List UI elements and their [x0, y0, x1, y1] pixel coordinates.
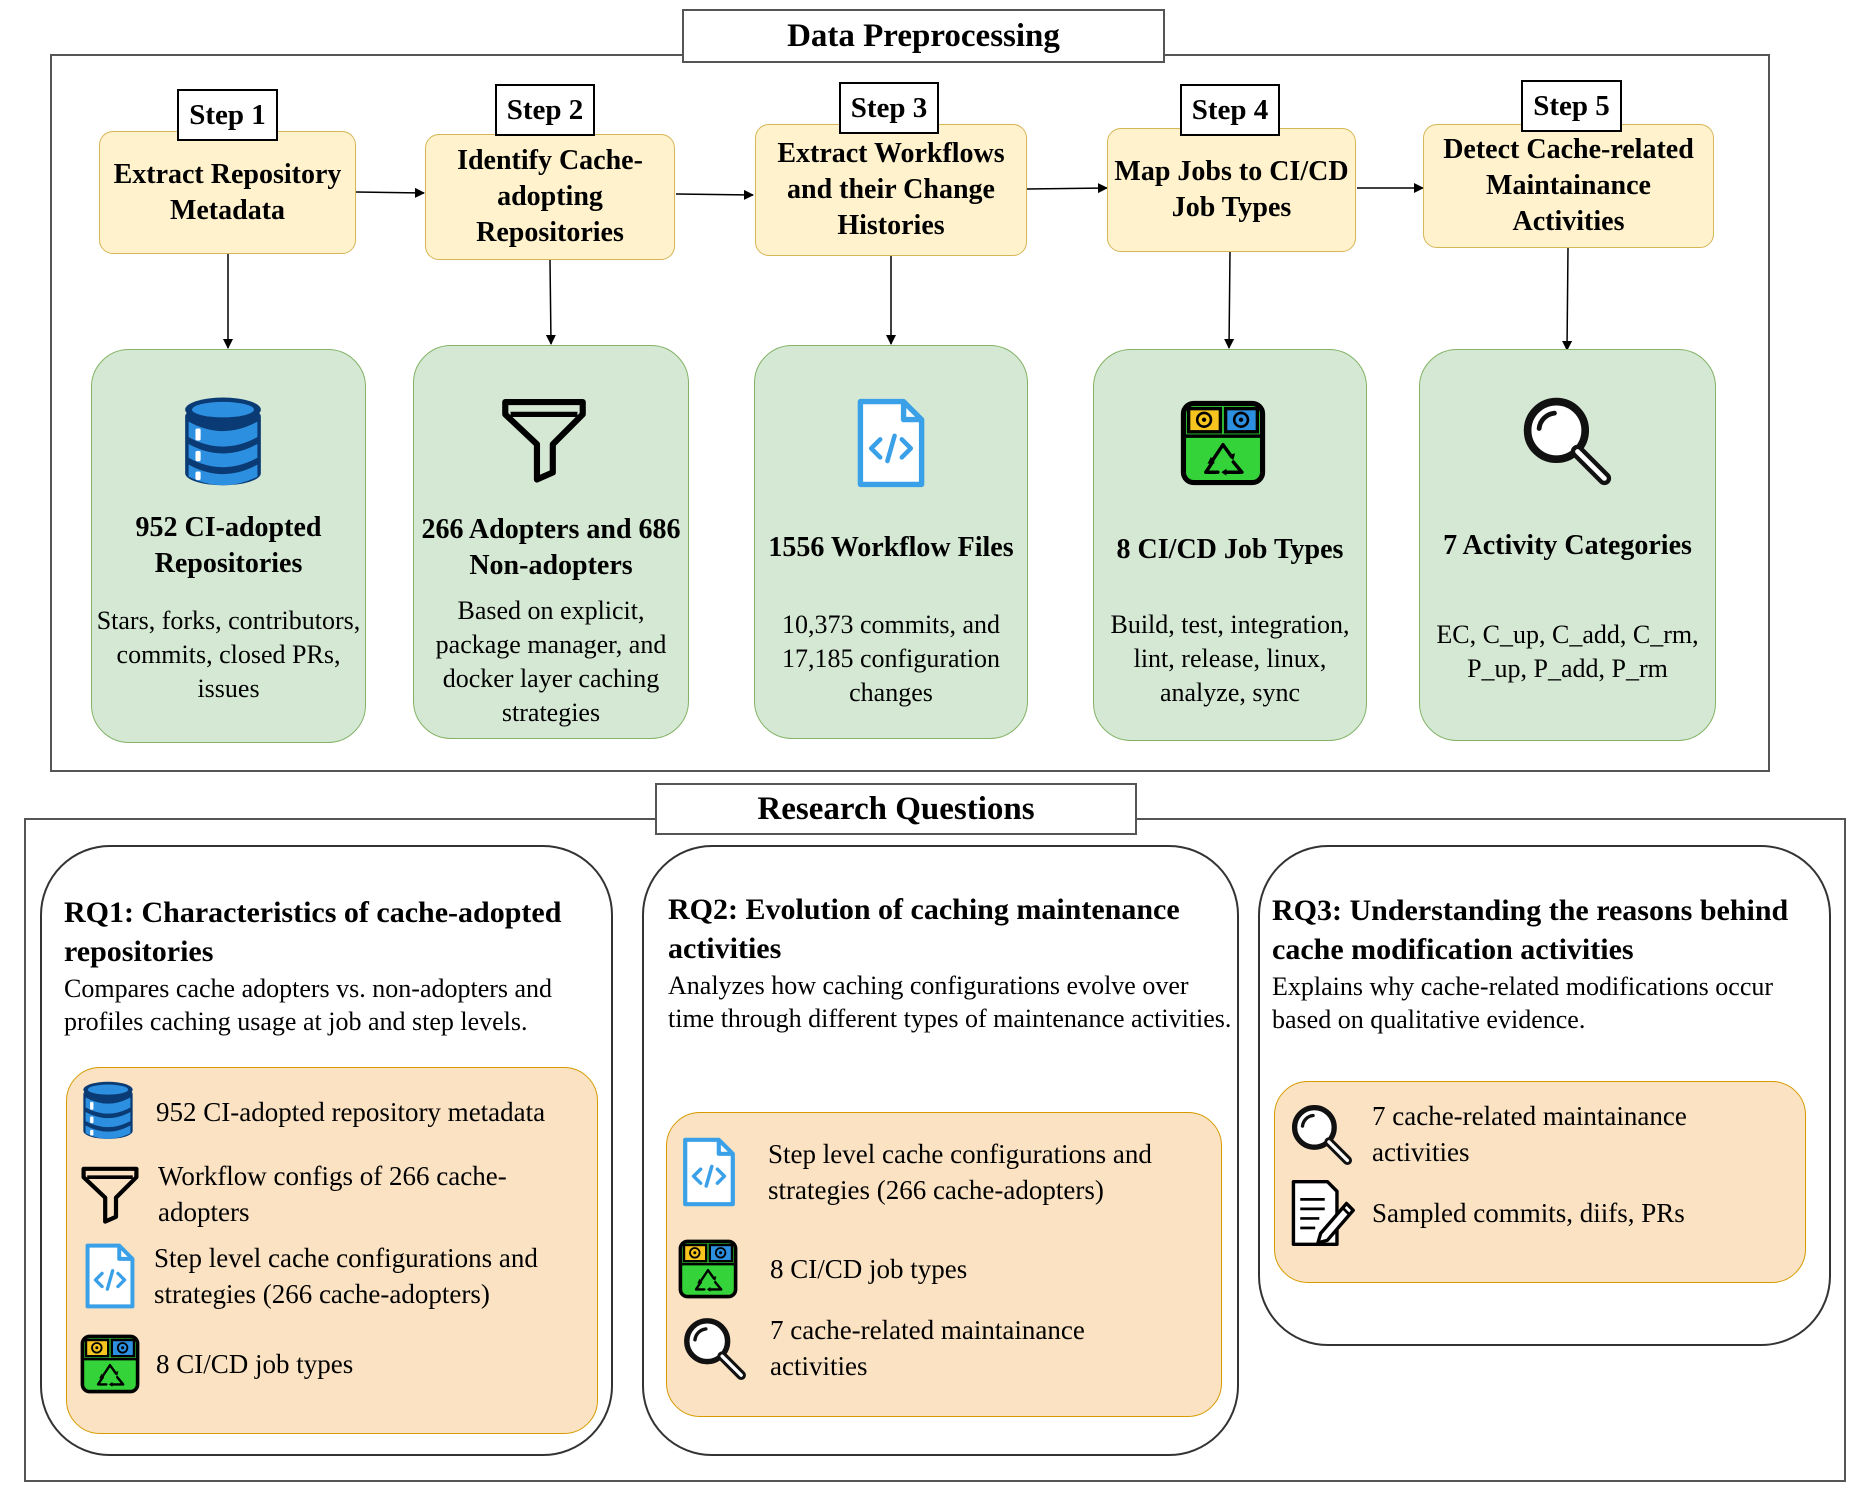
rq2-item: 8 CI/CD job types	[678, 1234, 1198, 1304]
job-types-icon	[1180, 396, 1266, 490]
magnifier-icon	[1518, 392, 1614, 488]
rq1-title: RQ1: Characteristics of cache-adopted re…	[64, 896, 562, 968]
rq1-inputs	[66, 1067, 598, 1434]
rq2-item-text: 7 cache-related maintainance activities	[770, 1315, 1085, 1381]
document-edit-icon	[1288, 1178, 1356, 1248]
rq1-item-text: 952 CI-adopted repository metadata	[156, 1097, 546, 1127]
research-title: Research Questions	[655, 783, 1137, 835]
rq3-title: RQ3: Understanding the reasons behind ca…	[1272, 894, 1789, 966]
step-2-box: Identify Cache-adopting Repositories	[425, 134, 675, 260]
rq1-item: 8 CI/CD job types	[80, 1330, 580, 1398]
rq3-item: Sampled commits, diifs, PRs	[1288, 1178, 1788, 1248]
code-file-icon	[853, 398, 929, 488]
job-types-icon	[678, 1234, 738, 1304]
step-3-result: 1556 Workflow Files 10,373 commits, and …	[754, 345, 1028, 739]
step-1-result-text: Stars, forks, contributors, commits, clo…	[96, 606, 361, 703]
rq1-item-text: Step level cache configurations and stra…	[154, 1243, 538, 1309]
rq2-item: Step level cache configurations and stra…	[680, 1136, 1220, 1208]
rq1-item: 952 CI-adopted repository metadata	[80, 1078, 600, 1146]
step-5-box: Detect Cache-related Maintainance Activi…	[1423, 124, 1714, 248]
step-3-box: Extract Workflows and their Change Histo…	[755, 124, 1027, 256]
code-file-icon	[82, 1243, 138, 1309]
rq2-item: 7 cache-related maintainance activities	[680, 1312, 1180, 1384]
step-3-label: Step 3	[839, 82, 939, 134]
magnifier-icon	[680, 1314, 748, 1382]
rq1-item-text: 8 CI/CD job types	[156, 1349, 354, 1379]
step-1-result-title: 952 CI-adopted Repositories	[135, 512, 322, 579]
rq1-item: Step level cache configurations and stra…	[82, 1240, 592, 1312]
funnel-icon	[500, 394, 588, 484]
step-4-box: Map Jobs to CI/CD Job Types	[1107, 128, 1356, 252]
step-4-result: 8 CI/CD Job Types Build, test, integrati…	[1093, 349, 1367, 741]
database-icon	[80, 1078, 136, 1146]
rq2-item-text: Step level cache configurations and stra…	[768, 1139, 1152, 1205]
rq1-item: Workflow configs of 266 cache-adopters	[80, 1158, 560, 1230]
rq1-item-text: Workflow configs of 266 cache-adopters	[158, 1161, 507, 1227]
step-2-result: 266 Adopters and 686 Non-adopters Based …	[413, 345, 689, 739]
step-2-label: Step 2	[495, 84, 595, 136]
step-3-result-text: 10,373 commits, and 17,185 configuration…	[781, 610, 1001, 707]
step-3-result-title: 1556 Workflow Files	[768, 532, 1014, 563]
job-types-icon	[80, 1330, 140, 1398]
step-5-result: 7 Activity Categories EC, C_up, C_add, C…	[1419, 349, 1716, 741]
flow-arrows	[223, 183, 1573, 351]
database-icon	[180, 392, 266, 496]
rq3-item-text: 7 cache-related maintainance activities	[1372, 1101, 1687, 1167]
rq2-item-text: 8 CI/CD job types	[770, 1254, 968, 1284]
rq2-description: Analyzes how caching configurations evol…	[668, 971, 1232, 1033]
rq3-description: Explains why cache-related modifications…	[1272, 972, 1774, 1034]
rq3-inputs	[1274, 1081, 1806, 1283]
step-4-result-text: Build, test, integration, lint, release,…	[1110, 610, 1350, 707]
step-4-label: Step 4	[1180, 84, 1280, 136]
step-2-result-text: Based on explicit, package manager, and …	[435, 596, 667, 727]
rq2-title: RQ2: Evolution of caching maintenance ac…	[668, 893, 1180, 965]
step-2-result-title: 266 Adopters and 686 Non-adopters	[421, 514, 681, 581]
step-1-label: Step 1	[177, 89, 278, 141]
rq2-inputs	[666, 1112, 1222, 1417]
preprocessing-title: Data Preprocessing	[682, 9, 1165, 63]
step-5-result-title: 7 Activity Categories	[1443, 530, 1692, 561]
rq3-item: 7 cache-related maintainance activities	[1288, 1098, 1758, 1170]
code-file-icon	[680, 1137, 738, 1207]
step-4-result-title: 8 CI/CD Job Types	[1116, 534, 1344, 565]
step-5-label: Step 5	[1521, 80, 1622, 132]
rq3-item-text: Sampled commits, diifs, PRs	[1372, 1198, 1685, 1228]
magnifier-icon	[1288, 1101, 1354, 1167]
step-5-result-text: EC, C_up, C_add, C_rm, P_up, P_add, P_rm	[1436, 620, 1699, 683]
step-1-box: Extract Repository Metadata	[99, 131, 356, 254]
rq1-description: Compares cache adopters vs. non-adopters…	[64, 974, 553, 1036]
step-1-result: 952 CI-adopted Repositories Stars, forks…	[91, 349, 366, 743]
funnel-icon	[80, 1163, 140, 1225]
